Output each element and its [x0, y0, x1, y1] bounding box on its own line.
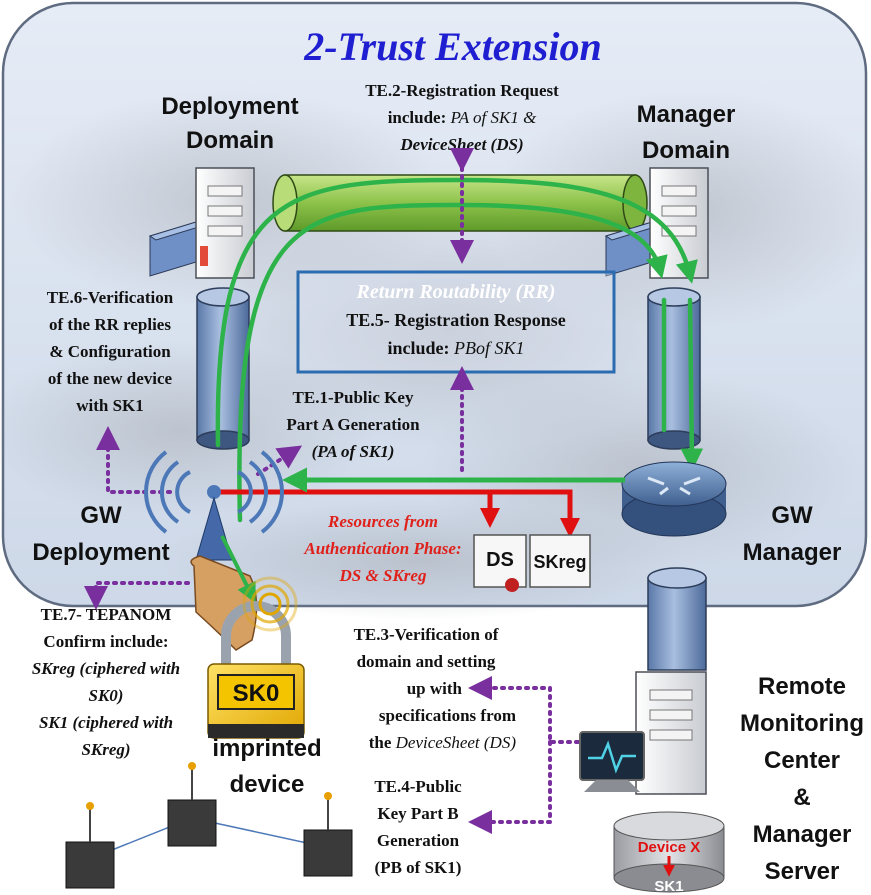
- svg-text:include: PA of SK1 &: include: PA of SK1 &: [388, 108, 537, 127]
- sensor-node: [167, 762, 217, 847]
- svg-text:DS & SKreg: DS & SKreg: [339, 566, 427, 585]
- svg-text:device: device: [230, 771, 305, 798]
- svg-text:Generation: Generation: [377, 831, 460, 850]
- svg-text:specifications from: specifications from: [379, 706, 516, 725]
- manager-domain-label: Manager Domain: [637, 101, 736, 164]
- svg-text:Device X: Device X: [638, 839, 701, 856]
- svg-text:up with: up with: [407, 679, 463, 698]
- skreg-certificate-badge: SKreg: [529, 534, 591, 588]
- svg-text:SK1: SK1: [654, 878, 683, 895]
- te6-verification: TE.6-Verification of the RR replies & Co…: [47, 288, 174, 415]
- svg-text:Domain: Domain: [642, 137, 730, 164]
- svg-text:(PA of SK1): (PA of SK1): [312, 442, 395, 461]
- resources-text: Resources from Authentication Phase: DS …: [303, 512, 461, 585]
- svg-text:SKreg: SKreg: [533, 552, 586, 572]
- te4-public-key-part-b: TE.4-Public Key Part B Generation (PB of…: [374, 777, 462, 877]
- svg-text:& Configuration: & Configuration: [49, 342, 171, 361]
- device-sheet-badge: DS: [473, 534, 527, 592]
- svg-text:SK0: SK0: [233, 680, 280, 707]
- gw-deployment-label: GW Deployment: [32, 502, 169, 566]
- svg-text:DeviceSheet (DS): DeviceSheet (DS): [399, 135, 523, 154]
- svg-text:Confirm include:: Confirm include:: [43, 632, 168, 651]
- svg-text:Domain: Domain: [186, 127, 274, 154]
- svg-text:Server: Server: [765, 858, 840, 885]
- svg-text:Resources from: Resources from: [327, 512, 438, 531]
- imprinted-device-label: imprinted device: [212, 735, 321, 798]
- purple-dotted-arrows: [84, 148, 580, 834]
- return-routability-arrows: [215, 177, 704, 523]
- svg-text:Monitoring: Monitoring: [740, 710, 864, 737]
- svg-text:domain and setting: domain and setting: [357, 652, 496, 671]
- svg-text:DS: DS: [486, 549, 514, 571]
- te7-tepanom-confirm: TE.7- TEPANOM Confirm include: SKreg (ci…: [32, 605, 180, 759]
- svg-text:Manager: Manager: [743, 539, 842, 566]
- imprinting-device-hand: [190, 496, 258, 651]
- svg-text:with SK1: with SK1: [76, 396, 144, 415]
- svg-text:Center: Center: [764, 747, 840, 774]
- svg-text:&: &: [793, 784, 810, 811]
- gw-deployment-antenna: [144, 450, 284, 534]
- svg-text:TE.1-Public Key: TE.1-Public Key: [293, 388, 414, 407]
- signal-rings: [242, 576, 298, 632]
- rr-title: Return Routability (RR): [356, 281, 556, 303]
- remote-monitoring-server: [579, 671, 707, 795]
- svg-text:Part A Generation: Part A Generation: [286, 415, 420, 434]
- svg-text:Deployment: Deployment: [32, 539, 169, 566]
- svg-text:TE.6-Verification: TE.6-Verification: [47, 288, 174, 307]
- manager-database: Device X SK1: [613, 811, 725, 895]
- deployment-domain-label: Deployment Domain: [161, 93, 298, 154]
- resources-arrows: [215, 489, 580, 538]
- sensor-node: [303, 792, 353, 877]
- gw-manager-label: GW Manager: [743, 502, 842, 566]
- svg-text:Manager: Manager: [753, 821, 852, 848]
- svg-text:Remote: Remote: [758, 673, 846, 700]
- gw-manager-router: [621, 461, 727, 537]
- return-routability-box: Return Routability (RR) TE.5- Registrati…: [296, 270, 616, 374]
- svg-text:TE.4-Public: TE.4-Public: [374, 777, 462, 796]
- svg-text:GW: GW: [80, 502, 122, 529]
- te3-domain-verification: TE.3-Verification of domain and setting …: [354, 625, 517, 752]
- svg-text:the DeviceSheet (DS): the DeviceSheet (DS): [369, 733, 517, 752]
- monitor-screen-icon: [579, 731, 645, 792]
- svg-text:(PB of SK1): (PB of SK1): [375, 858, 462, 877]
- sensor-node: [65, 802, 115, 889]
- svg-text:Authentication Phase:: Authentication Phase:: [303, 539, 461, 558]
- te2-registration-request: TE.2-Registration Request include: PA of…: [365, 81, 559, 154]
- svg-text:TE.3-Verification of: TE.3-Verification of: [354, 625, 499, 644]
- svg-text:SK1 (ciphered with: SK1 (ciphered with: [39, 713, 173, 732]
- sk0-padlock-icon: SK0: [207, 601, 305, 739]
- rr-line1: TE.5- Registration Response: [346, 310, 566, 330]
- rr-line2: include: PBof SK1: [387, 338, 524, 358]
- svg-text:Manager: Manager: [637, 101, 736, 128]
- remote-tunnel: [647, 567, 707, 671]
- svg-text:SKreg (ciphered with: SKreg (ciphered with: [32, 659, 180, 678]
- svg-text:Key Part B: Key Part B: [377, 804, 458, 823]
- svg-text:Deployment: Deployment: [161, 93, 298, 120]
- svg-text:TE.2-Registration Request: TE.2-Registration Request: [365, 81, 559, 100]
- svg-text:SKreg): SKreg): [81, 740, 130, 759]
- deployment-server: [148, 167, 255, 279]
- svg-text:of the new device: of the new device: [48, 369, 173, 388]
- svg-text:TE.7- TEPANOM: TE.7- TEPANOM: [41, 605, 172, 624]
- svg-text:of the RR replies: of the RR replies: [49, 315, 171, 334]
- svg-text:imprinted: imprinted: [212, 735, 321, 762]
- remote-monitoring-label: Remote Monitoring Center & Manager Serve…: [740, 673, 864, 885]
- te1-public-key-part-a: TE.1-Public Key Part A Generation (PA of…: [286, 388, 420, 461]
- diagram-title: 2-Trust Extension: [303, 24, 601, 69]
- svg-text:SK0): SK0): [89, 686, 124, 705]
- sensor-network: [65, 762, 353, 889]
- svg-text:GW: GW: [771, 502, 813, 529]
